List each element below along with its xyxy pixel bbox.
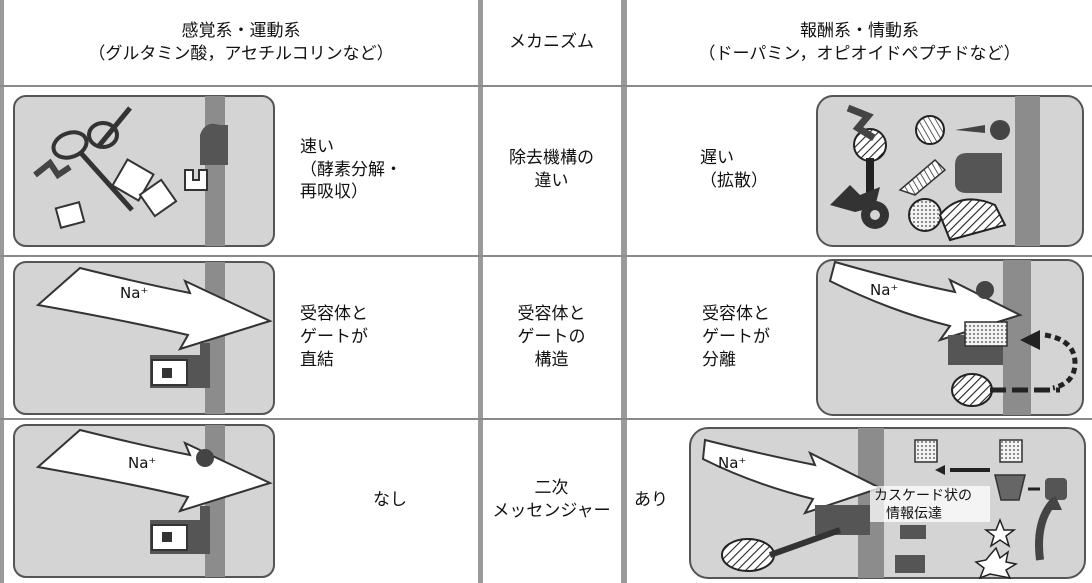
- panel-right-row3: Na⁺ カスケード状の 情報伝達: [689, 427, 1086, 580]
- panel-left-row1: [13, 95, 275, 247]
- burst-icon: [974, 546, 1019, 580]
- row-divider-2: [0, 418, 1092, 420]
- header-left: 感覚系・運動系 （グルタミン酸，アセチルコリンなど）: [88, 20, 394, 64]
- scissors-icon: [51, 106, 134, 212]
- column-divider-1: [478, 0, 483, 583]
- row1-left-text: 速い （酵素分解・ 再吸収）: [300, 136, 402, 203]
- panel-left-row2: Na⁺: [13, 261, 275, 415]
- panel-left-row3: Na⁺: [13, 424, 275, 578]
- row3-right-text: あり: [634, 489, 668, 510]
- header-divider: [0, 85, 1092, 87]
- row2-mechanism: 受容体と ゲートの 構造: [517, 304, 586, 370]
- panel-right-row2: Na⁺: [816, 259, 1084, 416]
- na-ion-label-cascade: Na⁺: [718, 454, 746, 472]
- table-left-border: [0, 0, 4, 583]
- column-divider-2: [621, 0, 627, 583]
- row3-left-text: なし: [373, 489, 407, 510]
- panel-right-row1: [816, 95, 1084, 247]
- header-right: 報酬系・情動系 （ドーパミン，オピオイドペプチドなど）: [698, 20, 1021, 64]
- row1-mechanism: 除去機構の 違い: [509, 148, 594, 191]
- header-mechanism: メカニズム: [509, 32, 594, 53]
- cascade-label-line2: 情報伝達: [886, 506, 942, 522]
- row2-right-text: 受容体と ゲートが 分離: [702, 304, 770, 370]
- na-ion-label-row3: Na⁺: [128, 454, 156, 472]
- ion-flow-arrow: [35, 266, 273, 351]
- na-ion-label-right: Na⁺: [870, 281, 898, 299]
- cascade-label-line1: カスケード状の: [874, 488, 972, 504]
- row-divider-1: [0, 255, 1092, 257]
- na-ion-label: Na⁺: [120, 284, 148, 302]
- row1-right-text: 遅い （拡散）: [700, 148, 768, 191]
- row2-left-text: 受容体と ゲートが 直結: [300, 304, 368, 370]
- star-icon: [983, 517, 1017, 548]
- row3-mechanism: 二次 メッセンジャー: [492, 478, 611, 521]
